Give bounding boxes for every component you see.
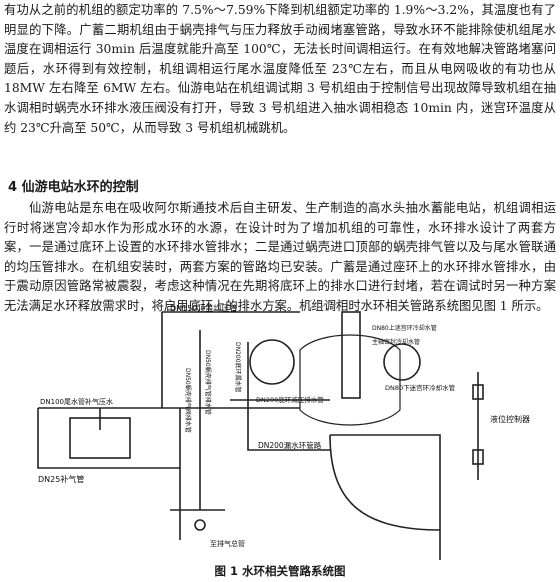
pipe-diagram: DN150顶盖均压管 DN80上迷宫环冷却水管 主轴密封冷却水管 DN80下迷宫… xyxy=(37,300,530,560)
figure-caption: 图 1 水环相关管路系统图 xyxy=(214,564,346,578)
label-dn25: DN25补气管 xyxy=(38,474,84,484)
paragraph-body: 仙游电站是东电在吸收阿尔斯通技术后自主研发、生产制造的高水头抽水蓄能电站，机组调… xyxy=(4,201,556,313)
label-main-shaft-seal: 主轴密封冷却水管 xyxy=(372,338,420,346)
label-vertical-1: DN50蜗壳排气阀排水管 xyxy=(184,368,192,433)
label-vertical-2: DN50蜗壳排气管排水管 xyxy=(204,350,212,415)
label-dn200-bottom: DN200漏水环管路 xyxy=(258,440,322,450)
main-shaft xyxy=(341,311,361,399)
label-dn200-mid: DN200底环减压排水管 xyxy=(256,395,324,404)
label-dn150: DN150顶盖均压管 xyxy=(170,303,237,313)
label-to-tailwater: 至排气总管 xyxy=(210,539,245,548)
label-dn80-bottom: DN80下迷宫环冷却水管 xyxy=(385,383,456,392)
label-dn80-top: DN80上迷宫环冷却水管 xyxy=(372,324,437,332)
label-controller: 液位控制器 xyxy=(490,414,530,424)
label-dn200-vertical: DN200底环漏水管 xyxy=(234,342,242,393)
paragraph-intro: 有功从之前的机组的额定功率的 7.5%～7.59%下降到机组额定功率的 1.9%… xyxy=(4,3,556,135)
section-heading: 4 仙游电站水环的控制 xyxy=(8,180,139,195)
label-dn100: DN100尾水管补气压水 xyxy=(40,397,113,406)
pipe-system-figure: DN150顶盖均压管 DN80上迷宫环冷却水管 主轴密封冷却水管 DN80下迷宫… xyxy=(0,300,560,562)
